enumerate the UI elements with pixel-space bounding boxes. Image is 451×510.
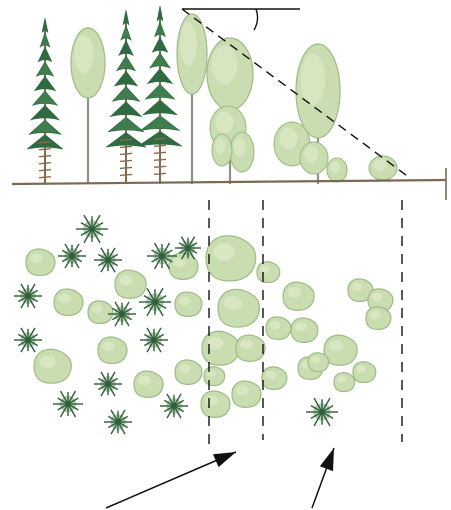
crown-highlight xyxy=(180,22,197,66)
canopy-highlight xyxy=(337,376,346,383)
branch-stub xyxy=(120,167,132,168)
branch-stub xyxy=(154,159,166,160)
branch-stub xyxy=(154,145,166,146)
broadleaf-plan-symbol xyxy=(204,367,225,386)
canopy-highlight xyxy=(173,258,186,268)
canopy-highlight xyxy=(356,365,366,373)
canopy-highlight xyxy=(240,340,253,350)
canopy-highlight xyxy=(120,275,134,286)
branch-stub xyxy=(154,152,166,153)
broadleaf-plan-symbol xyxy=(266,317,291,340)
shrub-icon xyxy=(300,142,328,174)
branch-stub xyxy=(154,138,166,139)
canopy-highlight xyxy=(30,254,43,264)
shrub-highlight xyxy=(373,159,387,171)
broadleaf-plan-symbol xyxy=(308,353,329,372)
canopy-highlight xyxy=(329,340,343,351)
shrub-highlight xyxy=(215,112,233,134)
canopy-highlight xyxy=(39,355,55,368)
branch-stub xyxy=(39,170,51,171)
branch-stub xyxy=(154,166,166,167)
broadleaf-plan-symbol xyxy=(366,307,391,330)
canopy-highlight xyxy=(311,356,320,363)
canopy-highlight xyxy=(352,283,363,291)
broadleaf-plan-symbol xyxy=(26,249,55,275)
broadleaf-plan-symbol xyxy=(291,318,318,342)
broadleaf-plan-symbol xyxy=(236,335,265,361)
broadleaf-plan-symbol xyxy=(334,373,355,392)
canopy-highlight xyxy=(260,265,270,273)
broadleaf-plan-symbol xyxy=(115,270,146,298)
branch-stub xyxy=(39,149,51,150)
broadleaf-plan-symbol xyxy=(206,236,256,281)
broadleaf-plan-symbol xyxy=(98,337,127,363)
canopy-highlight xyxy=(102,342,115,352)
shrub-icon xyxy=(212,134,232,166)
broadleaf-plan-symbol xyxy=(175,292,202,316)
canopy-highlight xyxy=(92,305,103,313)
shrub-icon xyxy=(369,156,397,180)
shrub-icon xyxy=(327,158,347,182)
shrub-highlight xyxy=(304,146,318,162)
broadleaf-plan-symbol xyxy=(134,371,163,397)
shrub-highlight xyxy=(215,138,225,154)
broadleaf-plan-symbol xyxy=(34,349,71,383)
broadleaf-plan-symbol xyxy=(54,289,83,315)
broadleaf-plan-symbol xyxy=(201,391,230,417)
crown-highlight xyxy=(74,35,93,74)
canopy-highlight xyxy=(58,294,71,304)
crown-highlight xyxy=(300,53,325,105)
branch-stub xyxy=(39,156,51,157)
crown-highlight xyxy=(212,45,238,85)
branch-stub xyxy=(120,153,132,154)
branch-stub xyxy=(39,142,51,143)
broadleaf-plan-symbol xyxy=(283,282,314,310)
canopy-highlight xyxy=(138,376,151,386)
branch-stub xyxy=(120,146,132,147)
shrub-highlight xyxy=(234,137,246,157)
broadleaf-plan-symbol xyxy=(202,331,239,365)
branch-stub xyxy=(154,173,166,174)
branch-stub xyxy=(120,174,132,175)
canopy-highlight xyxy=(213,244,235,261)
broadleaf-plan-symbol xyxy=(262,367,287,390)
canopy-highlight xyxy=(288,287,302,298)
canopy-highlight xyxy=(266,371,277,379)
shrub-highlight xyxy=(330,161,340,173)
canopy-highlight xyxy=(207,337,223,350)
broadleaf-plan-symbol xyxy=(88,301,113,324)
canopy-highlight xyxy=(295,322,307,331)
shrub-icon xyxy=(230,132,254,172)
broadleaf-plan-symbol xyxy=(232,381,261,407)
branch-stub xyxy=(120,160,132,161)
canopy-highlight xyxy=(236,386,249,396)
branch-stub xyxy=(120,139,132,140)
broadleaf-plan-symbol xyxy=(175,360,202,384)
canopy-highlight xyxy=(224,296,242,310)
broadleaf-plan-symbol xyxy=(257,262,280,283)
canopy-highlight xyxy=(205,396,218,406)
branch-stub xyxy=(39,177,51,178)
canopy-highlight xyxy=(372,293,383,301)
canopy-highlight xyxy=(270,321,281,329)
branch-stub xyxy=(39,163,51,164)
canopy-highlight xyxy=(179,296,191,305)
shrub-highlight xyxy=(279,128,297,150)
broadleaf-plan-symbol xyxy=(353,362,376,383)
broadleaf-plan-symbol xyxy=(218,289,259,327)
canopy-highlight xyxy=(370,311,381,319)
canopy-highlight xyxy=(179,364,191,373)
